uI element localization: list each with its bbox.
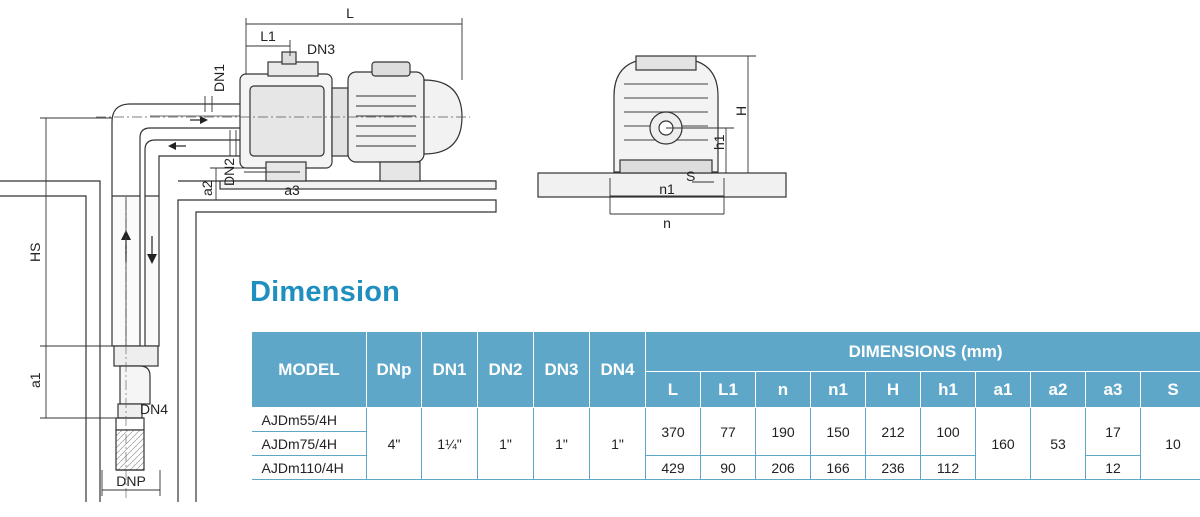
- header-L: L: [645, 371, 701, 408]
- header-a3: a3: [1085, 371, 1141, 408]
- header-a2: a2: [1030, 371, 1086, 408]
- n-cell: 206: [755, 455, 811, 480]
- n1-cell: 166: [810, 455, 866, 480]
- label-S: S: [686, 168, 695, 184]
- table-row: AJDm75/4H: [251, 431, 1200, 456]
- front-view-dimension-lines: [609, 55, 756, 215]
- n1-cell: 150: [810, 407, 866, 456]
- label-a3: a3: [284, 182, 300, 198]
- label-DN2: DN2: [221, 158, 237, 186]
- header-dn1: DN1: [421, 331, 478, 408]
- label-DN4: DN4: [140, 401, 168, 417]
- model-cell: AJDm55/4H: [251, 407, 367, 432]
- section-title: Dimension: [250, 276, 401, 308]
- header-S: S: [1139, 371, 1200, 408]
- label-a2: a2: [199, 180, 215, 196]
- header-n: n: [755, 371, 811, 408]
- model-cell: AJDm75/4H: [251, 431, 367, 456]
- H-cell: 236: [865, 455, 921, 480]
- label-n: n: [663, 215, 671, 231]
- dn3-cell: 1": [533, 407, 590, 480]
- header-model: MODEL: [251, 331, 367, 408]
- n-cell: 190: [755, 407, 811, 456]
- front-view-drawing: [537, 55, 787, 198]
- header-dn2: DN2: [477, 331, 534, 408]
- label-n1: n1: [659, 181, 675, 197]
- header-n1: n1: [810, 371, 866, 408]
- h1-cell: 112: [920, 455, 976, 480]
- model-cell: AJDm110/4H: [251, 455, 367, 480]
- a1-cell: 160: [975, 407, 1031, 480]
- header-h1: h1: [920, 371, 976, 408]
- table-row: AJDm110/4H 429 90 206 166 236 112 12: [251, 455, 1200, 480]
- h1-cell: 100: [920, 407, 976, 456]
- a3-cell: 17: [1085, 407, 1141, 456]
- S-cell: 10: [1139, 407, 1200, 480]
- dimension-table: MODEL DNp DN1 DN2 DN3 DN4 DIMENSIONS (mm…: [251, 331, 1200, 480]
- dn2-cell: 1": [477, 407, 534, 480]
- label-DN3: DN3: [307, 41, 335, 57]
- header-H: H: [865, 371, 921, 408]
- header-L1: L1: [700, 371, 756, 408]
- a3-cell: 12: [1085, 455, 1141, 480]
- header-dn3: DN3: [533, 331, 590, 408]
- label-H: H: [733, 106, 749, 116]
- header-a1: a1: [975, 371, 1031, 408]
- label-h1: h1: [711, 134, 727, 150]
- H-cell: 212: [865, 407, 921, 456]
- L1-cell: 77: [700, 407, 756, 456]
- label-HS: HS: [27, 243, 43, 262]
- a2-cell: 53: [1030, 407, 1086, 480]
- label-DN1: DN1: [211, 64, 227, 92]
- label-a1: a1: [27, 372, 43, 388]
- header-dnp: DNp: [366, 331, 422, 408]
- dn1-cell: 1¼": [421, 407, 478, 480]
- label-L: L: [346, 5, 354, 21]
- label-DNP: DNP: [116, 473, 146, 489]
- L1-cell: 90: [700, 455, 756, 480]
- dn4-cell: 1": [589, 407, 646, 480]
- label-L1: L1: [260, 28, 276, 44]
- side-view-dimension-lines: [40, 18, 463, 496]
- header-dn4: DN4: [589, 331, 646, 408]
- side-view-drawing: [0, 51, 497, 502]
- L-cell: 370: [645, 407, 701, 456]
- header-dimensions-group: DIMENSIONS (mm): [644, 331, 1200, 372]
- dnp-cell: 4": [366, 407, 422, 480]
- L-cell: 429: [645, 455, 701, 480]
- table-row: AJDm55/4H 4" 1¼" 1" 1" 1" 370 77 190 150…: [251, 407, 1200, 480]
